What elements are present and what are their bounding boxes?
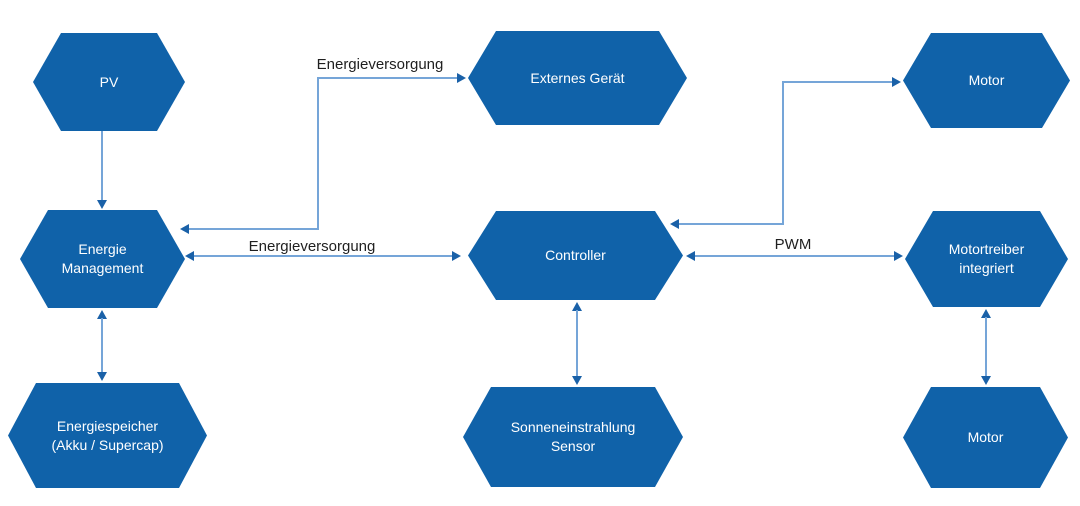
arrowhead-down	[981, 376, 991, 385]
arrowhead-down	[97, 200, 107, 209]
arrowhead-right	[452, 251, 461, 261]
edge-segment	[101, 131, 103, 201]
arrowhead-down	[97, 372, 107, 381]
arrowhead-left	[686, 251, 695, 261]
edge-segment	[101, 318, 103, 373]
arrowhead-left	[185, 251, 194, 261]
edge-segment	[576, 310, 578, 377]
arrowhead-up	[572, 302, 582, 311]
node-energiespeicher: Energiespeicher (Akku / Supercap)	[8, 383, 207, 488]
arrowhead-down	[572, 376, 582, 385]
edge-segment	[679, 223, 784, 225]
edge-segment	[782, 81, 784, 225]
node-motor-oben: Motor	[903, 33, 1070, 128]
edge-segment	[782, 81, 892, 83]
arrowhead-left	[670, 219, 679, 229]
node-externes-geraet: Externes Gerät	[468, 31, 687, 125]
edge-label-pwm: PWM	[774, 236, 812, 253]
edge-label-energieversorgung-oben: Energieversorgung	[316, 56, 444, 73]
edge-segment	[189, 228, 319, 230]
arrowhead-right	[894, 251, 903, 261]
arrowhead-right	[457, 73, 466, 83]
node-energie-management: Energie Management	[20, 210, 185, 308]
node-sonneneinstrahlung-sensor: Sonneneinstrahlung Sensor	[463, 387, 683, 487]
edge-segment	[317, 77, 457, 79]
node-motor-unten: Motor	[903, 387, 1068, 488]
node-controller: Controller	[468, 211, 683, 300]
edge-segment	[194, 255, 453, 257]
arrowhead-left	[180, 224, 189, 234]
node-motortreiber-integriert: Motortreiber integriert	[905, 211, 1068, 307]
node-pv: PV	[33, 33, 185, 131]
arrowhead-up	[981, 309, 991, 318]
edge-label-energieversorgung-mitte: Energieversorgung	[248, 238, 376, 255]
arrowhead-right	[892, 77, 901, 87]
arrowhead-up	[97, 310, 107, 319]
edge-segment	[317, 77, 319, 230]
edge-segment	[985, 317, 987, 377]
edge-segment	[695, 255, 895, 257]
